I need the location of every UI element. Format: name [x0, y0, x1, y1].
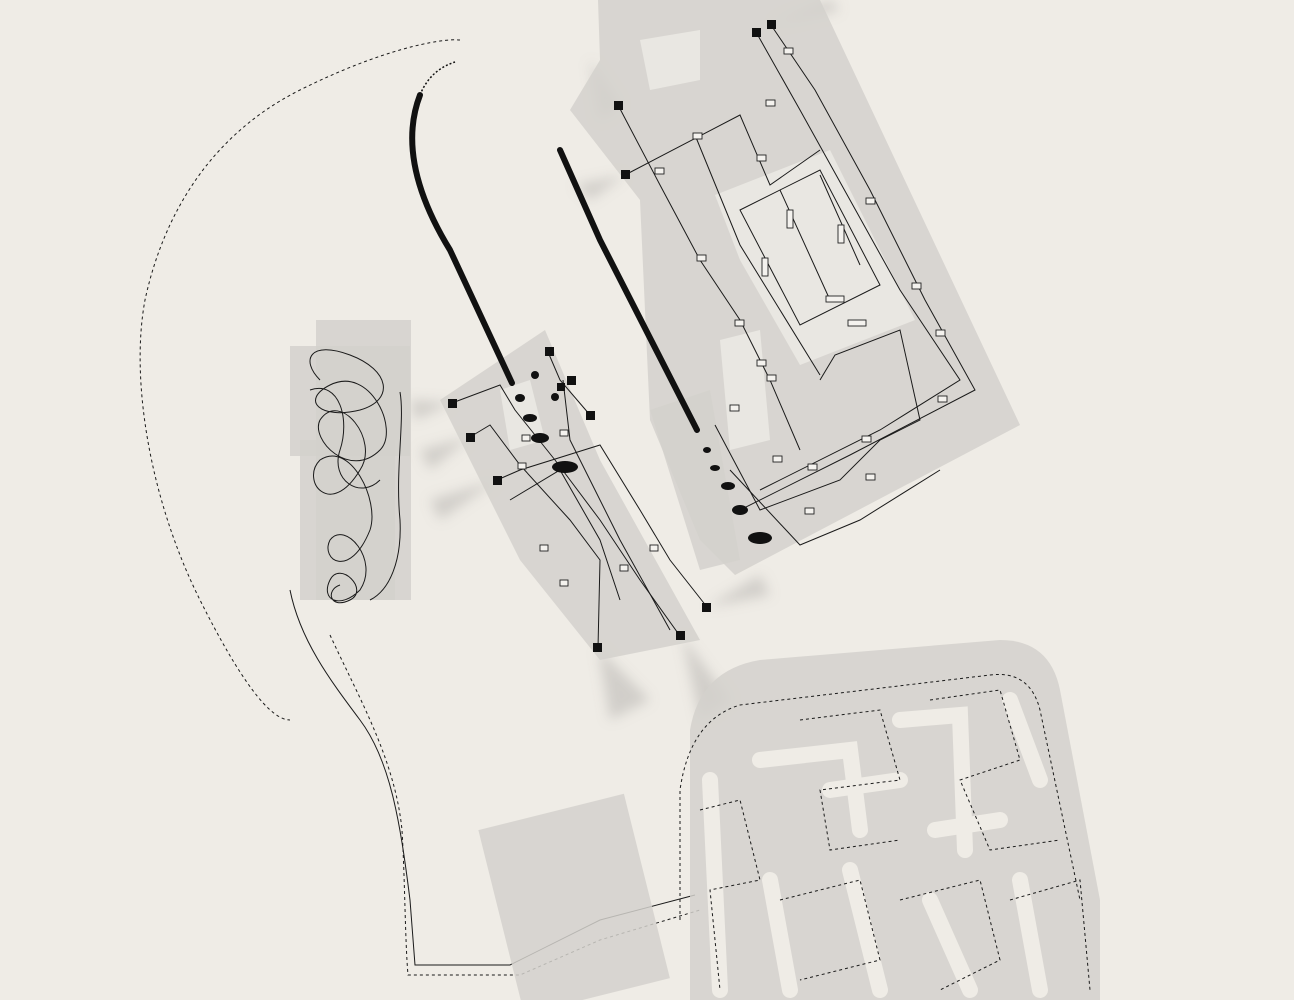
tapered-curves	[409, 61, 772, 544]
circuit-wiring-middle	[451, 351, 708, 649]
maze-paths	[702, 692, 1048, 998]
terminals-right	[614, 20, 776, 179]
maze-panel	[478, 640, 1100, 1000]
resistors-middle	[517, 429, 659, 587]
outline-path	[139, 39, 701, 976]
scribble-panel	[290, 320, 411, 604]
circuit-wiring-right	[617, 24, 976, 546]
circuit-board-right	[570, 0, 1020, 575]
resistors-right	[654, 47, 948, 515]
terminals-middle	[448, 347, 711, 652]
circuit-board-middle	[440, 330, 700, 660]
